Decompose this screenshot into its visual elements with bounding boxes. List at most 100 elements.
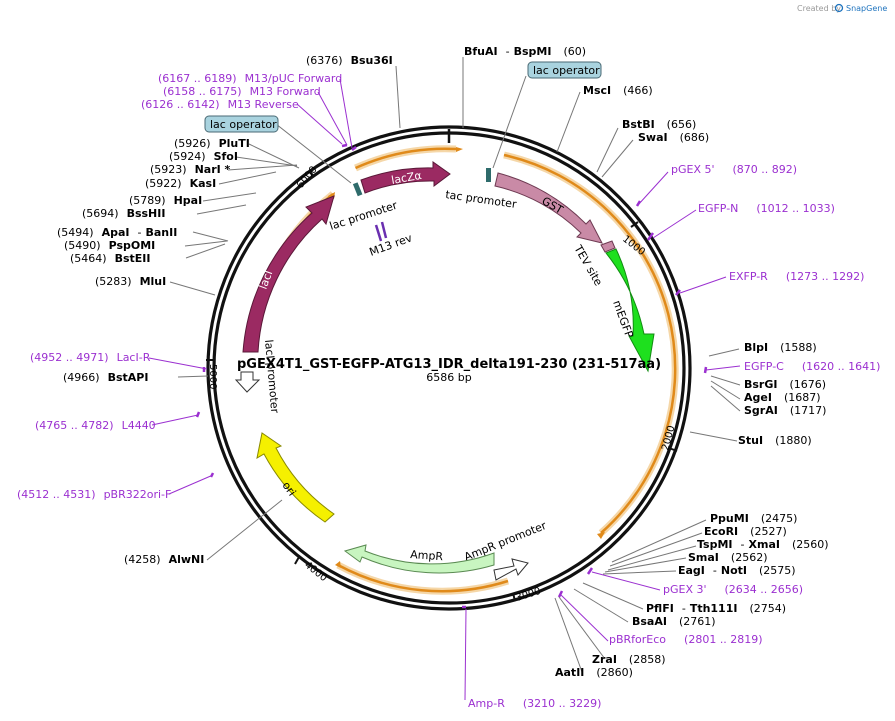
leader-pflfi xyxy=(582,582,644,610)
leader-msci xyxy=(556,91,581,153)
leader-alwni xyxy=(206,499,283,561)
site-bstbi[interactable]: BstBI(656) xyxy=(622,118,696,131)
primer-pgex5[interactable]: pGEX 5'(870 .. 892) xyxy=(671,163,797,176)
primer-m13-forward[interactable]: (6158 .. 6175)M13 Forward xyxy=(163,85,321,98)
site-zrai[interactable]: ZraI(2858) xyxy=(592,653,666,666)
site-bfuai[interactable]: BfuAI-BspMI(60) xyxy=(464,45,586,58)
site-pluti[interactable]: (5926)PluTI xyxy=(174,137,250,150)
lac-operator-box-top[interactable] xyxy=(527,61,602,79)
leader-bsteii xyxy=(185,243,226,259)
primer-m13-puc-forward[interactable]: (6167 .. 6189)M13/pUC Forward xyxy=(158,72,342,85)
lac-operator-label-top: lac operator xyxy=(533,64,600,77)
orf-arrowhead-gst-egfp xyxy=(597,532,605,539)
leader-bsaai xyxy=(573,588,629,623)
site-bsu36i[interactable]: (6376)Bsu36I xyxy=(306,54,393,67)
site-alwni[interactable]: (4258)AlwNI xyxy=(124,553,204,566)
mark-l4440 xyxy=(195,411,201,418)
site-bsrgi[interactable]: BsrGI(1676) xyxy=(744,378,826,391)
credit: Created by SnapGene xyxy=(797,3,887,13)
orf-arrowhead-lacz xyxy=(456,147,463,152)
leader-nari xyxy=(227,164,298,171)
primer-pbrforeco[interactable]: pBRforEco(2801 .. 2819) xyxy=(609,633,763,646)
leader-amp-r xyxy=(464,608,467,701)
site-bsteii[interactable]: (5464)BstEII xyxy=(70,252,150,265)
feature-lacz-alpha[interactable] xyxy=(360,161,451,194)
site-aatii[interactable]: AatII(2860) xyxy=(555,666,633,679)
site-tspmi[interactable]: TspMI-XmaI(2560) xyxy=(697,538,829,551)
snapgene-logo-icon xyxy=(834,3,844,13)
leader-bstapi xyxy=(177,375,209,378)
feature-gst[interactable] xyxy=(494,172,603,244)
site-smai[interactable]: SmaI(2562) xyxy=(688,551,767,564)
site-bstapi[interactable]: (4966)BstAPI xyxy=(63,371,148,384)
site-agei[interactable]: AgeI(1687) xyxy=(744,391,821,404)
leader-bsrgi xyxy=(710,375,741,386)
m13-rev-binding-b xyxy=(380,221,388,239)
mark-pbr322ori xyxy=(209,472,215,478)
site-nari[interactable]: (5923)NarI * xyxy=(150,163,231,176)
primer-labels: pGEX 5'(870 .. 892) EGFP-N(1012 .. 1033)… xyxy=(17,72,880,710)
site-bsaai[interactable]: BsaAI(2761) xyxy=(632,615,716,628)
feature-megfp[interactable] xyxy=(605,248,655,373)
leader-bsu36i xyxy=(395,65,401,129)
feature-laci[interactable] xyxy=(242,195,335,353)
primer-exfp-r[interactable]: EXFP-R(1273 .. 1292) xyxy=(729,270,864,283)
leader-ecori xyxy=(609,532,703,567)
feature-laci-promoter[interactable] xyxy=(234,371,261,393)
site-ppumi[interactable]: PpuMI(2475) xyxy=(710,512,797,525)
orf-arc-ampr xyxy=(337,563,509,593)
tick-mark-2000 xyxy=(668,447,678,452)
site-msci[interactable]: MscI(466) xyxy=(583,84,653,97)
site-eagi[interactable]: EagI-NotI(2575) xyxy=(678,564,796,577)
lac-operator-left: lac operator xyxy=(204,115,352,184)
feature-label-lac-promoter: lac promoter xyxy=(328,199,399,233)
site-sfoi[interactable]: (5924)SfoI xyxy=(169,150,238,163)
primer-l4440[interactable]: (4765 .. 4782)L4440 xyxy=(35,419,156,432)
leader-aatii xyxy=(554,597,583,673)
primer-egfp-n[interactable]: EGFP-N(1012 .. 1033) xyxy=(698,202,835,215)
feature-ampr-promoter[interactable] xyxy=(493,558,529,581)
orf-arrowhead-ampr xyxy=(335,561,341,568)
site-blpi[interactable]: BlpI(1588) xyxy=(744,341,817,354)
leader-stui xyxy=(689,431,738,442)
leader-l4440 xyxy=(151,414,199,426)
primer-amp-r[interactable]: Amp-R(3210 .. 3229) xyxy=(468,697,601,710)
leader-line xyxy=(492,75,527,169)
primer-egfp-c[interactable]: EGFP-C(1620 .. 1641) xyxy=(744,360,880,373)
site-stui[interactable]: StuI(1880) xyxy=(738,434,812,447)
leader-bsshii xyxy=(196,204,247,215)
site-bsshii[interactable]: (5694)BssHII xyxy=(82,207,165,220)
map-length: 6586 bp xyxy=(426,371,471,384)
primer-laci-r[interactable]: (4952 .. 4971)LacI-R xyxy=(30,351,151,364)
site-hpai[interactable]: (5789)HpaI xyxy=(129,194,202,207)
leader-apai xyxy=(192,231,229,242)
primer-leaders xyxy=(148,78,741,701)
site-mlui[interactable]: (5283)MluI xyxy=(95,275,166,288)
leader-egfp-n xyxy=(652,209,697,239)
primer-pgex3[interactable]: pGEX 3'(2634 .. 2656) xyxy=(663,583,803,596)
leader-pluti xyxy=(248,143,300,169)
leader-swai xyxy=(601,139,634,178)
site-apai[interactable]: (5494)ApaI-BanII xyxy=(57,226,177,239)
site-ecori[interactable]: EcoRI(2527) xyxy=(704,525,787,538)
feature-ori[interactable] xyxy=(256,432,335,523)
site-kasi[interactable]: (5922)KasI xyxy=(145,177,216,190)
primer-marks xyxy=(195,143,708,609)
primer-pbr322ori-f[interactable]: (4512 .. 4531)pBR322ori-F xyxy=(17,488,171,501)
mark-m13-puc xyxy=(351,146,357,151)
feature-ampr[interactable] xyxy=(343,544,495,574)
leader-zrai xyxy=(558,596,606,660)
site-sgrai[interactable]: SgrAI(1717) xyxy=(744,404,826,417)
primer-m13-reverse[interactable]: (6126 .. 6142)M13 Reverse xyxy=(141,98,299,111)
tick-label-3000: 3000 xyxy=(515,586,543,604)
leader-bstbi xyxy=(596,127,619,173)
site-pflfi[interactable]: PflFI-Tth111I(2754) xyxy=(646,602,786,615)
feature-label-m13-rev: M13 rev xyxy=(368,231,415,259)
mark-pgex3 xyxy=(586,567,594,575)
tac-promoter-marker xyxy=(486,168,491,182)
site-swai[interactable]: SwaI(686) xyxy=(638,131,709,144)
feature-tev-site[interactable] xyxy=(600,240,616,253)
lac-operator-box-left[interactable] xyxy=(204,115,279,133)
site-labels: BfuAI-BspMI(60) MscI(466) BstBI(656) Swa… xyxy=(57,45,829,679)
site-pspomi[interactable]: (5490)PspOMI xyxy=(64,239,155,252)
